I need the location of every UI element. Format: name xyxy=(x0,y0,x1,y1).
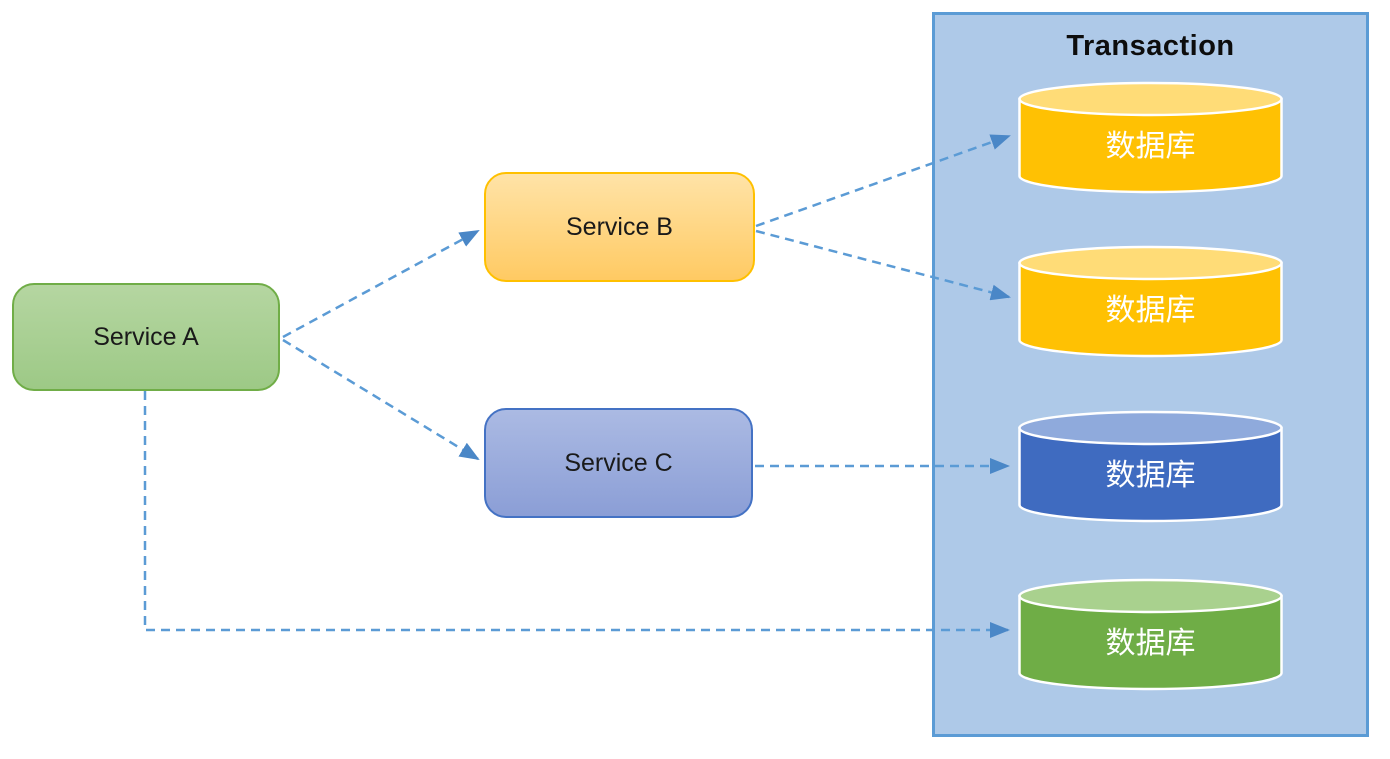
db-label: 数据库 xyxy=(1106,627,1196,660)
node-service-a-label: Service A xyxy=(93,322,199,351)
database-cylinder-blue: 数据库 xyxy=(1018,410,1283,523)
node-service-b-label: Service B xyxy=(566,212,673,241)
node-service-a: Service A xyxy=(12,283,280,391)
db-top xyxy=(1018,578,1283,614)
db-label: 数据库 xyxy=(1106,130,1196,163)
db-body xyxy=(1018,594,1283,691)
db-top xyxy=(1018,81,1283,117)
node-service-b: Service B xyxy=(484,172,755,282)
database-cylinder-yellow-1: 数据库 xyxy=(1018,81,1283,194)
edge-service-a-to-service-c xyxy=(282,338,480,461)
database-cylinder-green: 数据库 xyxy=(1018,578,1283,691)
node-service-c: Service C xyxy=(484,408,753,518)
node-service-c-label: Service C xyxy=(564,448,673,477)
db-top xyxy=(1018,410,1283,446)
edge-service-a-to-service-b xyxy=(282,229,480,339)
db-body xyxy=(1018,261,1283,358)
db-top xyxy=(1018,245,1283,281)
db-body xyxy=(1018,97,1283,194)
db-label: 数据库 xyxy=(1106,294,1196,327)
db-label: 数据库 xyxy=(1106,459,1196,492)
database-cylinder-yellow-2: 数据库 xyxy=(1018,245,1283,358)
db-body xyxy=(1018,426,1283,523)
transaction-title: Transaction xyxy=(1066,30,1235,62)
